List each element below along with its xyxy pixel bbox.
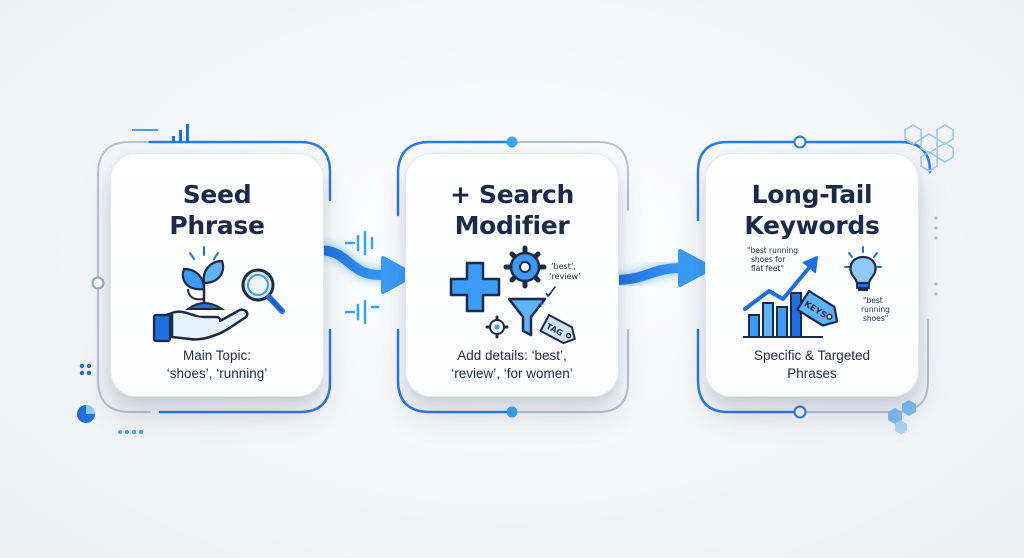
card-description-line: Add details: ‘best’,	[457, 348, 567, 363]
keyword-quote-text: flat feet"	[751, 264, 784, 273]
icon-note-text: ‘best’,	[551, 262, 576, 271]
keyword-quote-text: running	[861, 305, 890, 314]
frame-right-top-node	[793, 135, 807, 149]
frame-middle	[396, 140, 629, 414]
card-title-line: Phrase	[169, 211, 265, 240]
step-card-search-modifier: + Search Modifier	[405, 153, 619, 397]
right-dots	[934, 216, 938, 296]
frame-right-bottom-node	[793, 405, 807, 419]
card-title-line: Keywords	[744, 211, 880, 240]
frame-middle-bottom-node	[506, 406, 518, 418]
card-title: Long-Tail Keywords	[705, 179, 919, 241]
funnel-icon	[507, 297, 547, 337]
keyword-quote-text: shoes"	[863, 314, 888, 323]
card-title-line: Long-Tail	[751, 180, 873, 209]
signal-bars-icon	[132, 124, 189, 143]
plus-icon	[449, 261, 501, 313]
icon-note-text: ‘review’	[549, 272, 581, 281]
card-description-line: Main Topic:	[182, 348, 252, 363]
card-description: Specific & Targeted Phrases	[713, 347, 911, 383]
card-description-line: Phrases	[787, 366, 837, 381]
hexagon-decoration-icon	[904, 124, 954, 172]
keys-tag-icon: KEYS	[796, 289, 839, 327]
hand-sprout-magnifier-icon	[152, 246, 285, 343]
step-card-seed-phrase: Seed Phrase	[110, 153, 324, 397]
arrow-connector-1	[313, 242, 416, 294]
card-description: Main Topic: ‘shoes’, ‘running’	[118, 347, 316, 383]
keyword-quote-text: "best running	[747, 246, 798, 255]
signal-ticks-1	[344, 230, 380, 325]
frame-middle-top-node	[506, 136, 518, 148]
frame-left	[97, 140, 332, 414]
card-description-line: ‘review’, ‘for women’	[451, 366, 573, 381]
card-description: Add details: ‘best’, ‘review’, ‘for wome…	[413, 347, 611, 383]
card-title-line: + Search	[449, 180, 575, 209]
bar-chart-icon	[743, 292, 823, 338]
plus-gear-funnel-tag-icon: ‘best’, ‘review’ + TAG	[449, 245, 581, 345]
lightbulb-icon	[844, 246, 882, 291]
gear-icon	[503, 245, 547, 289]
frame-left-node	[91, 276, 105, 290]
keyword-quote-text: "best	[863, 296, 883, 305]
trend-arrow-icon	[743, 261, 815, 311]
card-title: Seed Phrase	[110, 179, 324, 241]
pie-decoration-icon	[77, 363, 143, 434]
step-card-long-tail-keywords: Long-Tail Keywords "best running shoes f…	[705, 153, 919, 397]
small-gear-icon	[485, 315, 509, 339]
card-description-line: Specific & Targeted	[753, 348, 871, 363]
keyword-quote-text: shoes for	[751, 255, 786, 264]
card-description-line: ‘shoes’, ‘running’	[166, 366, 268, 381]
svg-text:+: +	[537, 299, 545, 310]
card-title: + Search Modifier	[405, 179, 619, 241]
hexagon-filled-icon	[888, 400, 916, 435]
chart-keys-lightbulb-icon: "best running shoes for flat feet" KEYS	[743, 246, 890, 338]
card-title-line: Modifier	[454, 211, 570, 240]
arrow-connector-2	[609, 249, 714, 288]
tag-icon: TAG	[539, 314, 576, 345]
card-title-line: Seed	[182, 180, 252, 209]
